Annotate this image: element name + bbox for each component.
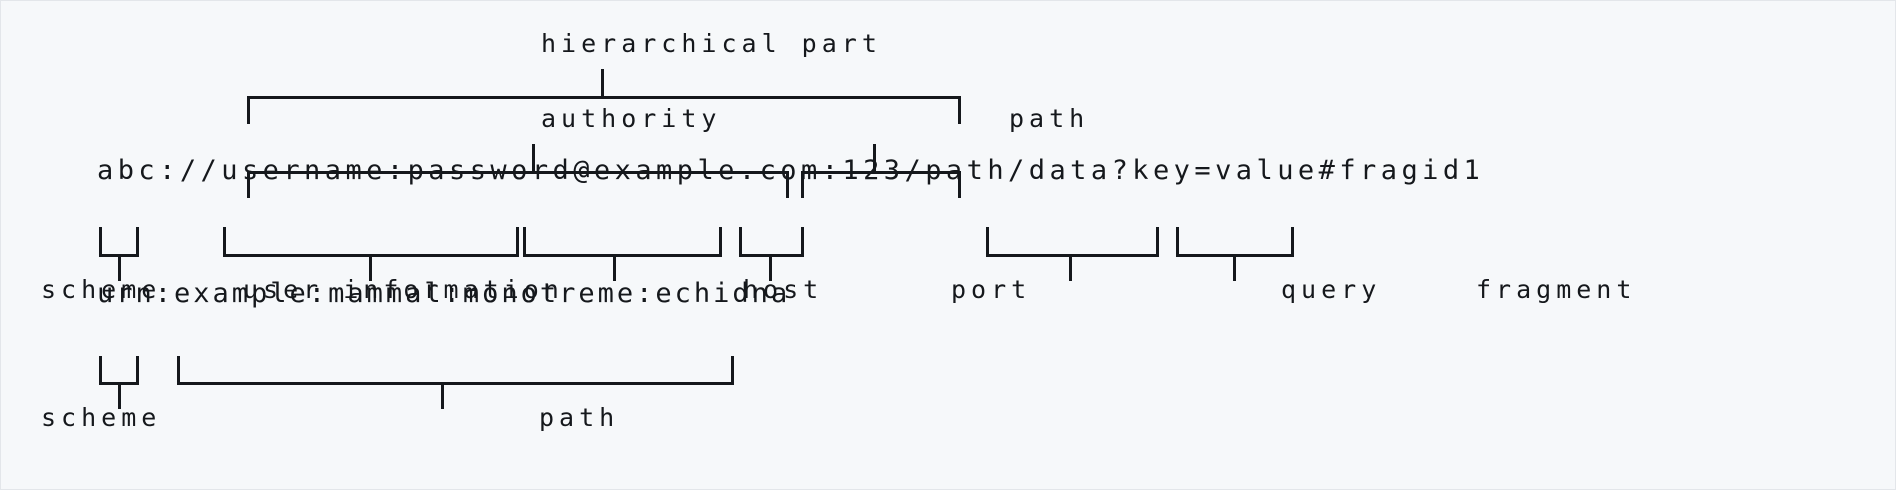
bracket-user-information-right-arm: [516, 227, 519, 256]
bracket-path-top-left-arm: [801, 171, 804, 198]
label-urn-scheme: scheme: [41, 403, 162, 432]
tick-host: [613, 254, 616, 281]
label-authority: authority: [541, 104, 722, 133]
bracket-hierarchical-part-right-arm: [958, 96, 961, 124]
bracket-user-information-left-arm: [223, 227, 226, 256]
bracket-port-right-arm: [1156, 227, 1159, 256]
tick-path-top: [873, 144, 876, 171]
uri-example-string: abc://username:password@example.com:123/…: [97, 155, 1485, 186]
tick-port: [1069, 254, 1072, 281]
label-scheme: scheme: [41, 275, 162, 304]
bracket-urn-scheme-right-arm: [136, 356, 139, 385]
bracket-urn-path-right-arm: [731, 356, 734, 385]
bracket-query-left-arm: [1176, 227, 1179, 256]
tick-urn-scheme: [118, 382, 121, 409]
bracket-query-right-arm: [1291, 227, 1294, 256]
tick-scheme: [118, 254, 121, 281]
tick-hierarchical-part: [601, 69, 604, 96]
tick-query: [1233, 254, 1236, 281]
bracket-path-top: [801, 171, 961, 174]
bracket-authority-top: [247, 171, 789, 174]
bracket-host-bottom: [523, 254, 722, 257]
bracket-authority-right-arm: [786, 171, 789, 198]
label-urn-path: path: [539, 403, 620, 432]
bracket-hierarchical-part-top: [247, 96, 961, 99]
bracket-scheme-left-arm: [99, 227, 102, 256]
bracket-host2-right-arm: [801, 227, 804, 256]
bracket-scheme-right-arm: [136, 227, 139, 256]
label-query: query: [1281, 275, 1382, 304]
bracket-host-right-arm: [719, 227, 722, 256]
urn-example-string: urn:example:mammal:monotreme:echidna: [97, 278, 791, 309]
bracket-urn-path-bottom: [177, 382, 734, 385]
bracket-urn-scheme-left-arm: [99, 356, 102, 385]
label-hierarchical-part: hierarchical part: [541, 29, 882, 58]
label-fragment: fragment: [1476, 275, 1637, 304]
bracket-authority-left-arm: [247, 171, 250, 198]
bracket-port-bottom: [986, 254, 1159, 257]
tick-urn-path: [441, 382, 444, 409]
tick-authority: [532, 144, 535, 171]
tick-host2: [769, 254, 772, 281]
label-host: host: [743, 275, 824, 304]
bracket-port-left-arm: [986, 227, 989, 256]
bracket-host2-left-arm: [739, 227, 742, 256]
label-path-top: path: [1009, 104, 1090, 133]
tick-user-information: [369, 254, 372, 281]
label-port: port: [951, 275, 1032, 304]
label-user-information: user information: [243, 275, 564, 304]
bracket-host-left-arm: [523, 227, 526, 256]
bracket-hierarchical-part-left-arm: [247, 96, 250, 124]
bracket-path-top-right-arm: [958, 171, 961, 198]
bracket-urn-path-left-arm: [177, 356, 180, 385]
